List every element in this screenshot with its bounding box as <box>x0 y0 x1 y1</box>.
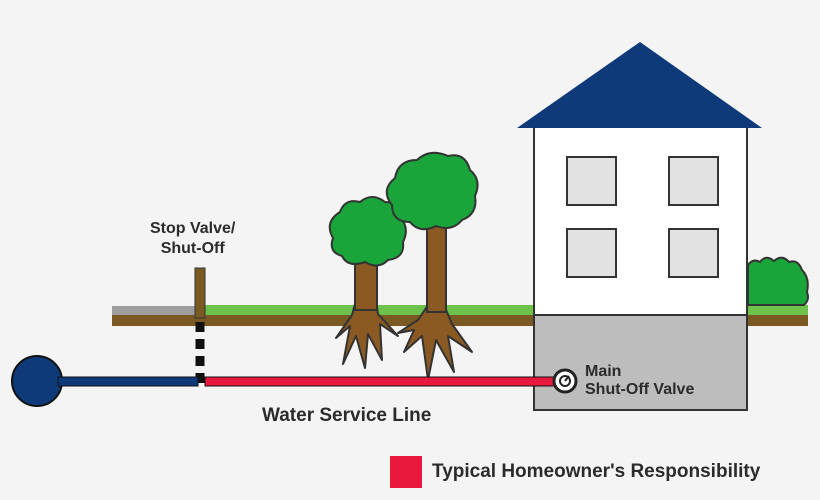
ground <box>112 305 808 326</box>
tree-right <box>385 151 479 381</box>
stop-valve-label: Stop Valve/ Shut-Off <box>150 219 235 259</box>
legend-text: Typical Homeowner's Responsibility <box>432 461 761 482</box>
tree-right-roots <box>397 304 473 381</box>
bush <box>747 256 809 306</box>
legend-swatch <box>390 456 422 488</box>
window <box>668 228 719 278</box>
stop-valve-label-line1: Stop Valve/ <box>150 220 236 237</box>
window <box>566 156 617 206</box>
public-service-pipe <box>57 376 199 387</box>
tree-left-foliage <box>328 196 407 267</box>
main-valve-inner <box>559 375 571 387</box>
house <box>517 42 762 411</box>
sidewalk <box>112 306 198 315</box>
valve-gauge-icon <box>552 368 578 394</box>
main-valve-label: Main Shut-Off Valve <box>585 363 694 399</box>
house-wall <box>533 126 748 316</box>
window <box>668 156 719 206</box>
house-roof <box>517 42 762 128</box>
tree-left-roots <box>335 299 399 369</box>
tree-left <box>328 196 407 369</box>
homeowner-service-pipe <box>204 376 556 387</box>
water-main <box>11 355 63 407</box>
tree-right-trunk <box>426 219 447 313</box>
main-valve-label-line1: Main <box>585 363 622 380</box>
stop-valve-post-icon <box>194 267 206 383</box>
main-valve-label-line2: Shut-Off Valve <box>585 381 695 398</box>
main-valve-needle <box>564 375 570 382</box>
legend: Typical Homeowner's Responsibility <box>390 456 760 488</box>
tree-right-foliage <box>385 151 479 231</box>
soil-strip <box>112 315 808 326</box>
stop-valve-label-line2: Shut-Off <box>160 240 225 257</box>
stop-valve-post <box>194 267 206 319</box>
house-foundation <box>533 313 748 411</box>
window <box>566 228 617 278</box>
water-service-line-label: Water Service Line <box>262 405 432 426</box>
grass-strip <box>205 305 808 315</box>
